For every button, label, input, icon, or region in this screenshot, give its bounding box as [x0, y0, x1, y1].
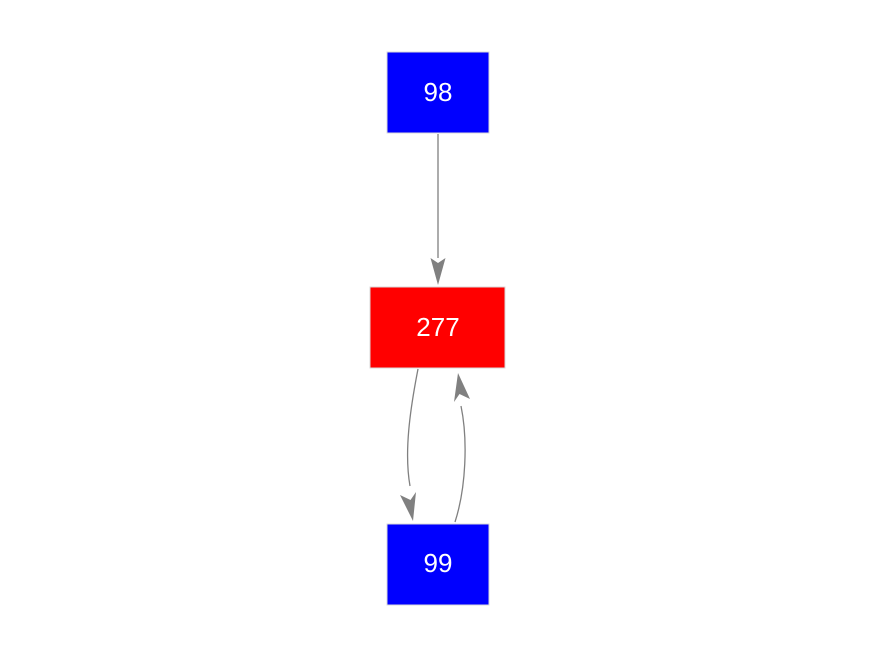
node-box [386, 523, 490, 606]
arrowhead-icon [454, 373, 470, 402]
node-label: 277 [416, 312, 459, 342]
edge-99-to-277[interactable] [454, 373, 470, 523]
node-98[interactable]: 98 [386, 51, 490, 134]
edge-277-to-99[interactable] [400, 368, 419, 521]
node-box [369, 286, 506, 369]
node-label: 99 [424, 548, 453, 578]
node-label: 98 [424, 77, 453, 107]
node-99[interactable]: 99 [386, 523, 490, 606]
node-277[interactable]: 277 [369, 286, 506, 369]
arrowhead-icon [430, 258, 446, 285]
arrowhead-icon [400, 492, 416, 521]
edge-line [454, 405, 466, 523]
edge-98-to-277[interactable] [430, 134, 446, 285]
edge-line [406, 368, 419, 487]
node-box [386, 51, 490, 134]
